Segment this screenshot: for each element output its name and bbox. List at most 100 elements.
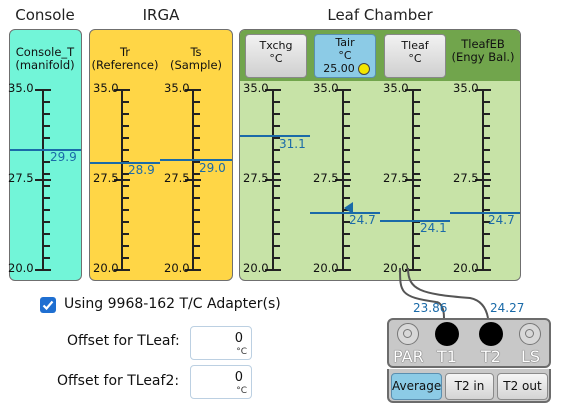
txchg-button[interactable]: Txchg °C	[245, 34, 307, 78]
tr-scale-label-mid: 27.5	[93, 171, 119, 185]
ts-scale-tick	[193, 221, 200, 223]
txchg-scale-tick	[273, 185, 280, 187]
tleafeb-scale-label-min: 20.0	[453, 261, 479, 275]
tleafeb-value-line	[450, 212, 520, 214]
console-t-value-line	[10, 149, 81, 151]
yellow-dot-icon	[358, 63, 370, 75]
txchg-scale-tick	[273, 161, 280, 163]
t1-port-icon	[435, 322, 459, 346]
port-label-t1: T1	[437, 347, 457, 366]
console-scale-tick	[43, 257, 50, 259]
tair-scale-tick	[343, 161, 350, 163]
console-scale-tick	[43, 197, 50, 199]
txchg-value: 31.1	[279, 137, 306, 151]
tleaf-scale-tick	[413, 197, 420, 199]
tair-scale-tick-mid	[335, 179, 351, 181]
tr-scale-tick	[122, 185, 129, 187]
tr-name: Tr	[119, 45, 131, 59]
tr-value-line	[90, 162, 160, 164]
console-t-value: 29.9	[50, 150, 77, 164]
tleaf-scale-tick	[413, 173, 420, 175]
setpoint-marker-icon	[344, 202, 353, 214]
tr-scale-tick	[114, 89, 130, 91]
irga-panel	[89, 29, 233, 281]
tair-scale-tick	[343, 221, 350, 223]
tleaf-scale-tick	[413, 209, 420, 211]
tleafeb-scale-tick	[483, 209, 490, 211]
t2-in-button[interactable]: T2 in	[445, 373, 494, 400]
ts-value-line	[160, 159, 232, 161]
tleaf-scale-tick-mid	[405, 179, 421, 181]
tr-scale-tick	[122, 233, 129, 235]
tair-button[interactable]: Tair °C 25.00	[314, 34, 376, 78]
tleafeb-scale-tick	[483, 173, 490, 175]
txchg-scale-label-mid: 27.5	[243, 171, 269, 185]
ts-sub: (Sample)	[169, 58, 223, 72]
console-scale-tick	[43, 173, 50, 175]
tair-scale-tick	[335, 89, 351, 91]
console-scale-label-max: 35.0	[8, 81, 34, 95]
tleafeb-scale-tick	[475, 269, 491, 271]
tr-scale-tick	[114, 269, 130, 271]
connector-panel: PAR T1 T2 LS	[387, 318, 551, 368]
tair-value: 24.7	[349, 213, 376, 227]
tleaf-scale-label-min: 20.0	[383, 261, 409, 275]
ts-header: Ts (Sample)	[160, 46, 232, 72]
console-scale-tick	[43, 113, 50, 115]
checkmark-icon	[42, 300, 54, 311]
tleafeb-scale-tick	[483, 101, 490, 103]
tleaf-scale-tick	[413, 149, 420, 151]
tleafeb-scale-tick	[483, 137, 490, 139]
ts-scale-tick	[193, 233, 200, 235]
offset-tleaf2-input[interactable]: 0 °C	[190, 365, 252, 399]
tleaf-scale-tick	[413, 125, 420, 127]
tr-scale-tick	[122, 101, 129, 103]
console-scale-tick	[35, 269, 51, 271]
tr-sub: (Reference)	[91, 58, 159, 72]
console-scale-tick	[43, 185, 50, 187]
tair-scale-tick	[343, 125, 350, 127]
tleafeb-scale-tick	[483, 197, 490, 199]
t2-reading: 24.27	[490, 301, 525, 315]
tr-scale-tick	[122, 137, 129, 139]
ts-scale-label-min: 20.0	[164, 261, 190, 275]
tleafeb-scale-tick	[483, 161, 490, 163]
tair-name: Tair	[335, 36, 355, 49]
txchg-scale-label-max: 35.0	[243, 81, 269, 95]
offset-tleaf2-label: Offset for TLeaf2:	[57, 373, 180, 389]
ts-scale-tick	[193, 173, 200, 175]
tair-scale-tick	[343, 245, 350, 247]
txchg-scale-tick	[273, 149, 280, 151]
average-button[interactable]: Average	[391, 373, 442, 400]
tleafeb-scale-tick	[483, 245, 490, 247]
txchg-scale-tick	[273, 257, 280, 259]
adapter-checkbox[interactable]	[40, 297, 56, 313]
section-title-console: Console	[15, 6, 75, 24]
tr-scale-label-min: 20.0	[93, 261, 119, 275]
tr-scale-label-max: 35.0	[93, 81, 119, 95]
console-scale-tick	[43, 101, 50, 103]
section-title-irga: IRGA	[142, 6, 180, 24]
tr-scale-tick	[122, 257, 129, 259]
t2-out-button[interactable]: T2 out	[497, 373, 548, 400]
tair-scale-tick	[335, 269, 351, 271]
ts-scale-tick	[193, 185, 200, 187]
offset-tleaf-input[interactable]: 0 °C	[190, 326, 252, 360]
tr-scale-tick	[122, 221, 129, 223]
tleaf-button[interactable]: Tleaf °C	[384, 34, 446, 78]
ts-value: 29.0	[199, 161, 226, 175]
tair-scale-tick	[343, 173, 350, 175]
tleaf-scale-tick	[413, 113, 420, 115]
tair-setpoint-row: 25.00	[315, 62, 375, 75]
tair-scale-tick	[343, 137, 350, 139]
ts-scale-tick	[193, 161, 200, 163]
tr-scale-tick	[122, 161, 129, 163]
ts-scale-tick	[193, 113, 200, 115]
tleafeb-sub: (Engy Bal.)	[451, 50, 515, 64]
tleafeb-scale-tick	[483, 125, 490, 127]
tleaf-scale-tick	[413, 245, 420, 247]
ts-scale-tick	[193, 209, 200, 211]
tleaf-value: 24.1	[420, 221, 447, 235]
tr-scale-tick	[122, 209, 129, 211]
console-scale-tick	[43, 137, 50, 139]
